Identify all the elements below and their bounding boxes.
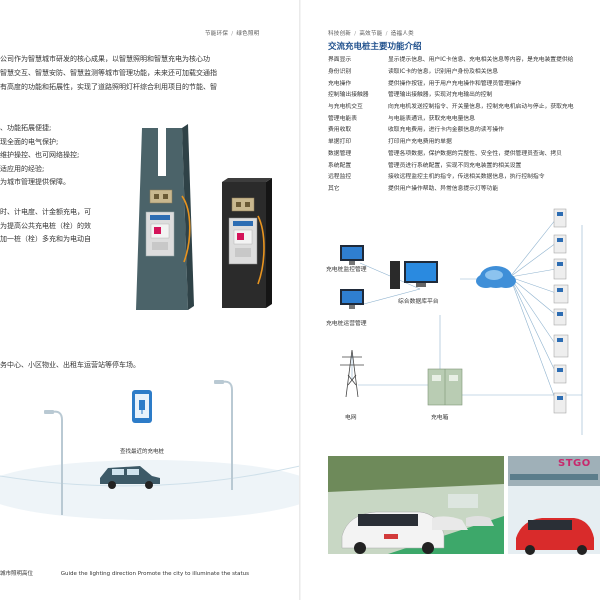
charging-box-icon xyxy=(427,368,463,406)
function-name: 充电操作 xyxy=(328,80,352,87)
functions-table: 界面显示显示提示信息、用户IC卡信息、充电相关信息等内容，是充电装置提供给身份识… xyxy=(328,53,574,193)
function-name: 其它 xyxy=(328,185,340,192)
function-name: 管理电能表 xyxy=(328,115,357,122)
charging-description: 时、计电度、计金额充电，可 为提高公共充电桩（栓）的效 加一桩（栓）多充和为电动… xyxy=(0,206,110,247)
function-name: 费用收取 xyxy=(328,127,352,134)
charging-box-label: 充电箱 xyxy=(431,415,449,421)
cloud-icon xyxy=(476,266,516,288)
charging-poles-illustration xyxy=(136,124,272,310)
function-description: 收取充电费用，进行卡内金额信息的读写操作 xyxy=(388,127,504,134)
function-description: 提供用户操作帮助、异常信息提示灯等功能 xyxy=(388,185,499,192)
header-tag-benefit: 造福人类 xyxy=(390,31,414,37)
power-grid-tower-icon xyxy=(340,349,364,398)
function-name: 与充电机交互 xyxy=(328,104,363,111)
function-name: 数据管理 xyxy=(328,150,352,157)
function-name: 身份识别 xyxy=(328,69,352,76)
function-description: 管理各项数据，保护数据的完整性、安全性，提供管理员查询、拷贝 xyxy=(388,150,562,157)
function-row: 系统配置 管理员进行系统配置，实现不同充电装置的相关设置 xyxy=(328,158,574,170)
function-description: 向充电机发送控制指令、开关量信息，控制充电机启动与停止，获取充电 xyxy=(388,104,574,111)
feature-item: 维护操控、也可网络操控; xyxy=(0,151,80,159)
intro-line: 公司作为智慧城市研发的核心成果，以智慧照明和智慧充电为核心功 xyxy=(0,55,210,63)
function-description: 管理输出接触器，实现对充电输出的控制 xyxy=(388,92,493,99)
photo-strip xyxy=(328,456,600,555)
feature-item: 现全面的电气保护; xyxy=(0,137,59,146)
function-row: 单据打印 打印用户充电费用的单据 xyxy=(328,135,574,147)
power-grid-label: 电网 xyxy=(345,415,357,421)
charging-line: 为提高公共充电桩（栓）的效 xyxy=(0,221,91,230)
street-lamp-right xyxy=(214,380,233,490)
function-description: 接收远程监控主机的指令，传送相关数据信息，执行控制指令 xyxy=(388,174,545,181)
operation-management-label: 充电桩运营管理 xyxy=(326,321,367,327)
feature-list: 、功能拓展便捷; 现全面的电气保护; 维护操控、也可网络操控; 适应用的经验; … xyxy=(0,122,110,190)
page-gutter xyxy=(299,0,301,600)
feature-item: 为城市管理提供保障。 xyxy=(0,178,70,186)
function-description: 打印用户充电费用的单据 xyxy=(388,139,452,146)
stgo-station-photo xyxy=(508,456,600,555)
database-platform-label: 综合数据库平台 xyxy=(398,299,439,305)
function-row: 充电操作 提供操作按钮，用于用户充电操作和管理员管理操作 xyxy=(328,76,574,88)
monitor-operation-icon xyxy=(340,289,364,309)
left-footer: 城市照明高位 Guide the lighting direction Prom… xyxy=(0,569,249,577)
street-lamp-left xyxy=(44,410,63,515)
function-description: 显示提示信息、用户IC卡信息、充电相关信息等内容，是充电装置提供给 xyxy=(388,57,574,64)
function-row: 身份识别 读取IC卡的信息，识别用户身份及相关信息 xyxy=(328,65,574,77)
charging-line: 加一桩（栓）多充和为电动自 xyxy=(0,235,91,243)
function-description: 与电能表通讯，获取充电电量信息 xyxy=(388,115,475,122)
function-row: 其它 提供用户操作帮助、异常信息提示灯等功能 xyxy=(328,182,574,194)
intro-paragraph: 公司作为智慧城市研发的核心成果，以智慧照明和智慧充电为核心功 智慧交互、智慧安防… xyxy=(0,52,290,94)
function-name: 远程监控 xyxy=(328,174,352,181)
monitor-management-icon xyxy=(340,245,364,265)
intro-line: 有高度的功能和拓展性，实现了道路照明灯杆综合利用项目的节能、智 xyxy=(0,83,217,91)
black-charging-pole xyxy=(222,178,272,308)
function-name: 控制输出接触器 xyxy=(328,92,369,99)
function-row: 远程监控 接收远程监控主机的指令，传送相关数据信息，执行控制指令 xyxy=(328,170,574,182)
feature-item: 适应用的经验; xyxy=(0,164,45,173)
phone-caption: 查找最近的充电桩 xyxy=(120,449,165,455)
header-tag-efficiency: 高效节能 xyxy=(359,31,383,37)
intro-line: 智慧交互、智慧安防、智慧监测等城市管理功能，未来还可加载交通指 xyxy=(0,69,217,77)
charging-line: 时、计电度、计金额充电，可 xyxy=(0,208,91,216)
network-diagram xyxy=(340,208,583,435)
header-tag-energy: 节能环保 xyxy=(205,31,229,37)
right-page-header: 科技创新/高效节能/造福人类 xyxy=(328,31,414,37)
function-name: 界面显示 xyxy=(328,57,352,64)
function-row: 管理电能表 与电能表通讯，获取充电电量信息 xyxy=(328,111,574,123)
left-page: 节能环保/绿色照明 公司作为智慧城市研发的核心成果，以智慧照明和智慧充电为核心功… xyxy=(0,31,300,577)
function-description: 管理员进行系统配置，实现不同充电装置的相关设置 xyxy=(388,162,522,169)
feature-item: 、功能拓展便捷; xyxy=(0,124,52,132)
car-icon xyxy=(100,466,160,489)
charging-station-photo xyxy=(328,456,504,554)
device-screens xyxy=(557,212,563,400)
locations-caption: 务中心、小区物业、出租车运营站等停车场。 xyxy=(0,361,140,369)
function-row: 费用收取 收取充电费用，进行卡内金额信息的读写操作 xyxy=(328,123,574,135)
footer-en: Guide the lighting direction Promote the… xyxy=(60,571,250,577)
function-row: 控制输出接触器 管理输出接触器，实现对充电输出的控制 xyxy=(328,88,574,100)
footer-cn: 城市照明高位 xyxy=(0,571,34,577)
left-page-header: 节能环保/绿色照明 xyxy=(205,31,260,37)
connection-lines xyxy=(351,218,583,435)
teal-charging-pole xyxy=(136,124,194,310)
function-row: 数据管理 管理各项数据，保护数据的完整性、安全性，提供管理员查询、拷贝 xyxy=(328,147,574,159)
function-name: 系统配置 xyxy=(328,162,352,169)
database-platform-icon xyxy=(390,261,438,289)
function-row: 与充电机交互 向充电机发送控制指令、开关量信息，控制充电机启动与停止，获取充电 xyxy=(328,100,574,112)
right-page: 科技创新/高效节能/造福人类 交流充电桩主要功能介绍 界面显示 显示提示信息、用户… xyxy=(300,0,600,600)
monitor-management-label: 充电桩监控管理 xyxy=(326,267,367,273)
functions-title: 交流充电桩主要功能介绍 xyxy=(328,42,422,52)
function-description: 提供操作按钮，用于用户充电操作和管理员管理操作 xyxy=(388,80,522,87)
function-description: 读取IC卡的信息，识别用户身份及相关信息 xyxy=(388,69,499,76)
street-illustration xyxy=(0,380,300,520)
header-tag-lighting: 绿色照明 xyxy=(236,31,260,37)
phone-icon xyxy=(132,390,152,423)
function-name: 单据打印 xyxy=(328,139,352,146)
header-tag-innovation: 科技创新 xyxy=(328,31,352,37)
function-row: 界面显示 显示提示信息、用户IC卡信息、充电相关信息等内容，是充电装置提供给 xyxy=(328,53,574,65)
stgo-sign: STGO xyxy=(558,458,591,469)
